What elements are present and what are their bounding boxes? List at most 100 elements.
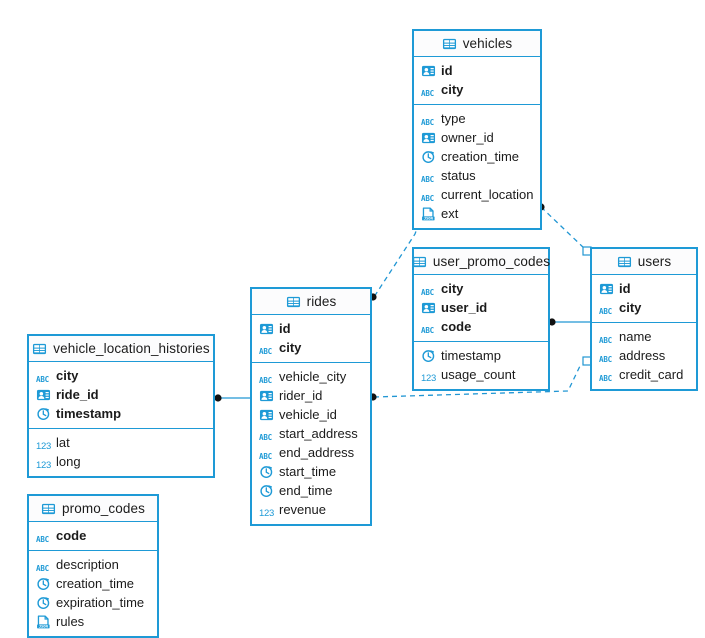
id-card-icon bbox=[421, 301, 436, 315]
field-row-vehicle_location_histories-ride_id[interactable]: ride_id bbox=[29, 385, 213, 404]
field-row-rides-end_time[interactable]: end_time bbox=[252, 481, 370, 500]
field-name: user_id bbox=[441, 300, 488, 315]
field-name: id bbox=[279, 321, 291, 336]
abc-string-icon: ABC bbox=[421, 88, 434, 98]
field-name: current_location bbox=[441, 187, 534, 202]
abc-string-icon: ABC bbox=[599, 354, 612, 364]
table-grid-icon bbox=[617, 255, 632, 269]
abc-string-icon: ABC bbox=[599, 373, 612, 383]
field-name: name bbox=[619, 329, 652, 344]
field-name: rider_id bbox=[279, 388, 323, 403]
field-name: expiration_time bbox=[56, 595, 145, 610]
clock-icon bbox=[36, 596, 51, 610]
table-header-rides[interactable]: rides bbox=[252, 289, 370, 315]
table-title: promo_codes bbox=[62, 501, 145, 516]
field-name: id bbox=[441, 63, 453, 78]
abc-string-icon: ABC bbox=[259, 375, 272, 385]
field-row-vehicles-creation_time[interactable]: creation_time bbox=[414, 147, 540, 166]
abc-string-icon: ABC bbox=[36, 374, 49, 384]
field-name: timestamp bbox=[56, 406, 122, 421]
clock-icon bbox=[259, 484, 274, 498]
table-header-users[interactable]: users bbox=[592, 249, 696, 275]
field-name: vehicle_id bbox=[279, 407, 337, 422]
id-card-icon bbox=[599, 282, 614, 296]
field-row-rides-rider_id[interactable]: rider_id bbox=[252, 386, 370, 405]
field-name: city bbox=[619, 300, 642, 315]
json-document-icon: JSON bbox=[36, 614, 51, 629]
123-number-icon: 123 bbox=[259, 507, 274, 519]
field-row-users-city[interactable]: ABC city bbox=[592, 298, 696, 317]
field-row-users-credit_card[interactable]: ABC credit_card bbox=[592, 365, 696, 384]
123-number-icon: 123 bbox=[36, 440, 51, 452]
field-name: start_address bbox=[279, 426, 358, 441]
edge-vlh-rides[interactable] bbox=[214, 394, 252, 402]
field-row-user_promo_codes-user_id[interactable]: user_id bbox=[414, 298, 548, 317]
field-row-rides-start_address[interactable]: ABC start_address bbox=[252, 424, 370, 443]
abc-string-icon: ABC bbox=[599, 306, 612, 316]
table-header-vehicles[interactable]: vehicles bbox=[414, 31, 540, 57]
field-row-vehicles-owner_id[interactable]: owner_id bbox=[414, 128, 540, 147]
field-row-rides-revenue[interactable]: 123 revenue bbox=[252, 500, 370, 519]
table-grid-icon bbox=[442, 37, 457, 51]
table-title: rides bbox=[306, 294, 337, 309]
edge-marker-filled-dot bbox=[214, 394, 222, 402]
table-title: users bbox=[637, 254, 672, 269]
svg-text:JSON: JSON bbox=[39, 623, 49, 628]
table-header-vehicle_location_histories[interactable]: vehicle_location_histories bbox=[29, 336, 213, 362]
table-header-user_promo_codes[interactable]: user_promo_codes bbox=[412, 249, 550, 275]
json-document-icon: JSON bbox=[421, 206, 436, 221]
table-header-promo_codes[interactable]: promo_codes bbox=[29, 496, 157, 522]
edge-user-promo-codes-users[interactable] bbox=[548, 318, 592, 326]
field-row-user_promo_codes-timestamp[interactable]: timestamp bbox=[414, 346, 548, 365]
abc-string-icon: ABC bbox=[259, 432, 272, 442]
abc-string-icon: ABC bbox=[259, 451, 272, 461]
field-row-vehicle_location_histories-timestamp[interactable]: timestamp bbox=[29, 404, 213, 423]
table-title: vehicles bbox=[462, 36, 513, 51]
field-name: ride_id bbox=[56, 387, 99, 402]
field-row-promo_codes-creation_time[interactable]: creation_time bbox=[29, 574, 157, 593]
field-name: credit_card bbox=[619, 367, 684, 382]
field-name: start_time bbox=[279, 464, 337, 479]
clock-icon bbox=[421, 150, 436, 164]
clock-icon bbox=[421, 349, 436, 363]
field-row-rides-vehicle_id[interactable]: vehicle_id bbox=[252, 405, 370, 424]
field-row-rides-start_time[interactable]: start_time bbox=[252, 462, 370, 481]
field-row-promo_codes-expiration_time[interactable]: expiration_time bbox=[29, 593, 157, 612]
field-row-vehicles-id[interactable]: id bbox=[414, 61, 540, 80]
field-row-users-id[interactable]: id bbox=[592, 279, 696, 298]
field-row-rides-id[interactable]: id bbox=[252, 319, 370, 338]
field-name: city bbox=[279, 340, 302, 355]
field-name: revenue bbox=[279, 502, 326, 517]
id-card-icon bbox=[36, 388, 51, 402]
field-name: creation_time bbox=[56, 576, 135, 591]
